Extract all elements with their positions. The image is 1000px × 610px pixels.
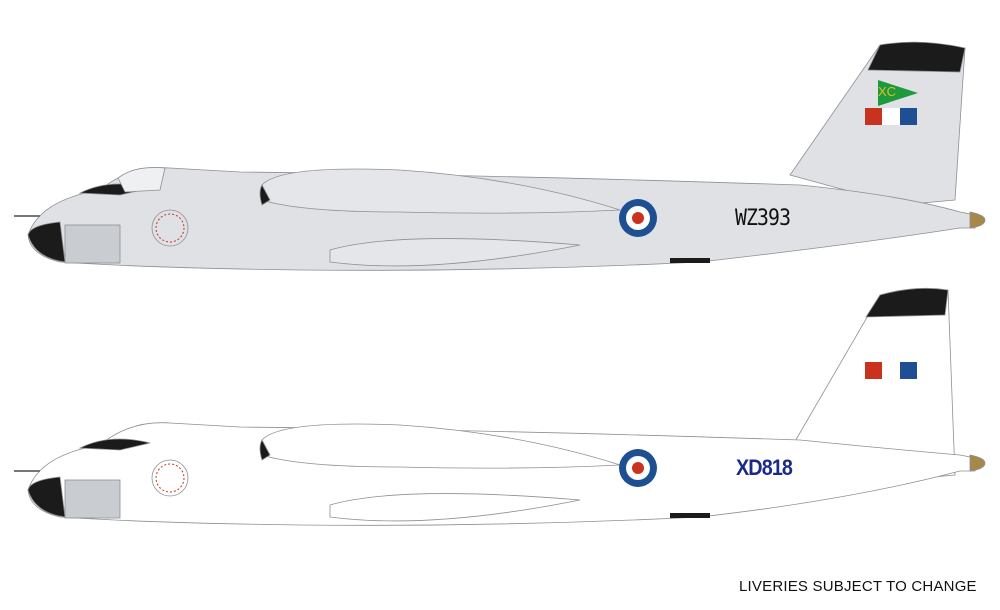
- roundel: [619, 199, 657, 237]
- tail-code: XC: [878, 84, 897, 99]
- fin-flash: [865, 108, 917, 125]
- fin-flash: [865, 362, 917, 379]
- serial-number: WZ393: [735, 206, 791, 231]
- roundel: [619, 449, 657, 487]
- aircraft-drawing: [14, 287, 986, 526]
- aircraft-profile-xd818: XD818: [0, 280, 1000, 580]
- liveries-note: LIVERIES SUBJECT TO CHANGE: [739, 578, 977, 595]
- serial-number: XD818: [736, 455, 793, 480]
- aircraft-profile-wz393: XC WZ393: [0, 0, 1000, 300]
- squadron-pennant: [878, 80, 918, 106]
- aircraft-drawing: [14, 41, 986, 271]
